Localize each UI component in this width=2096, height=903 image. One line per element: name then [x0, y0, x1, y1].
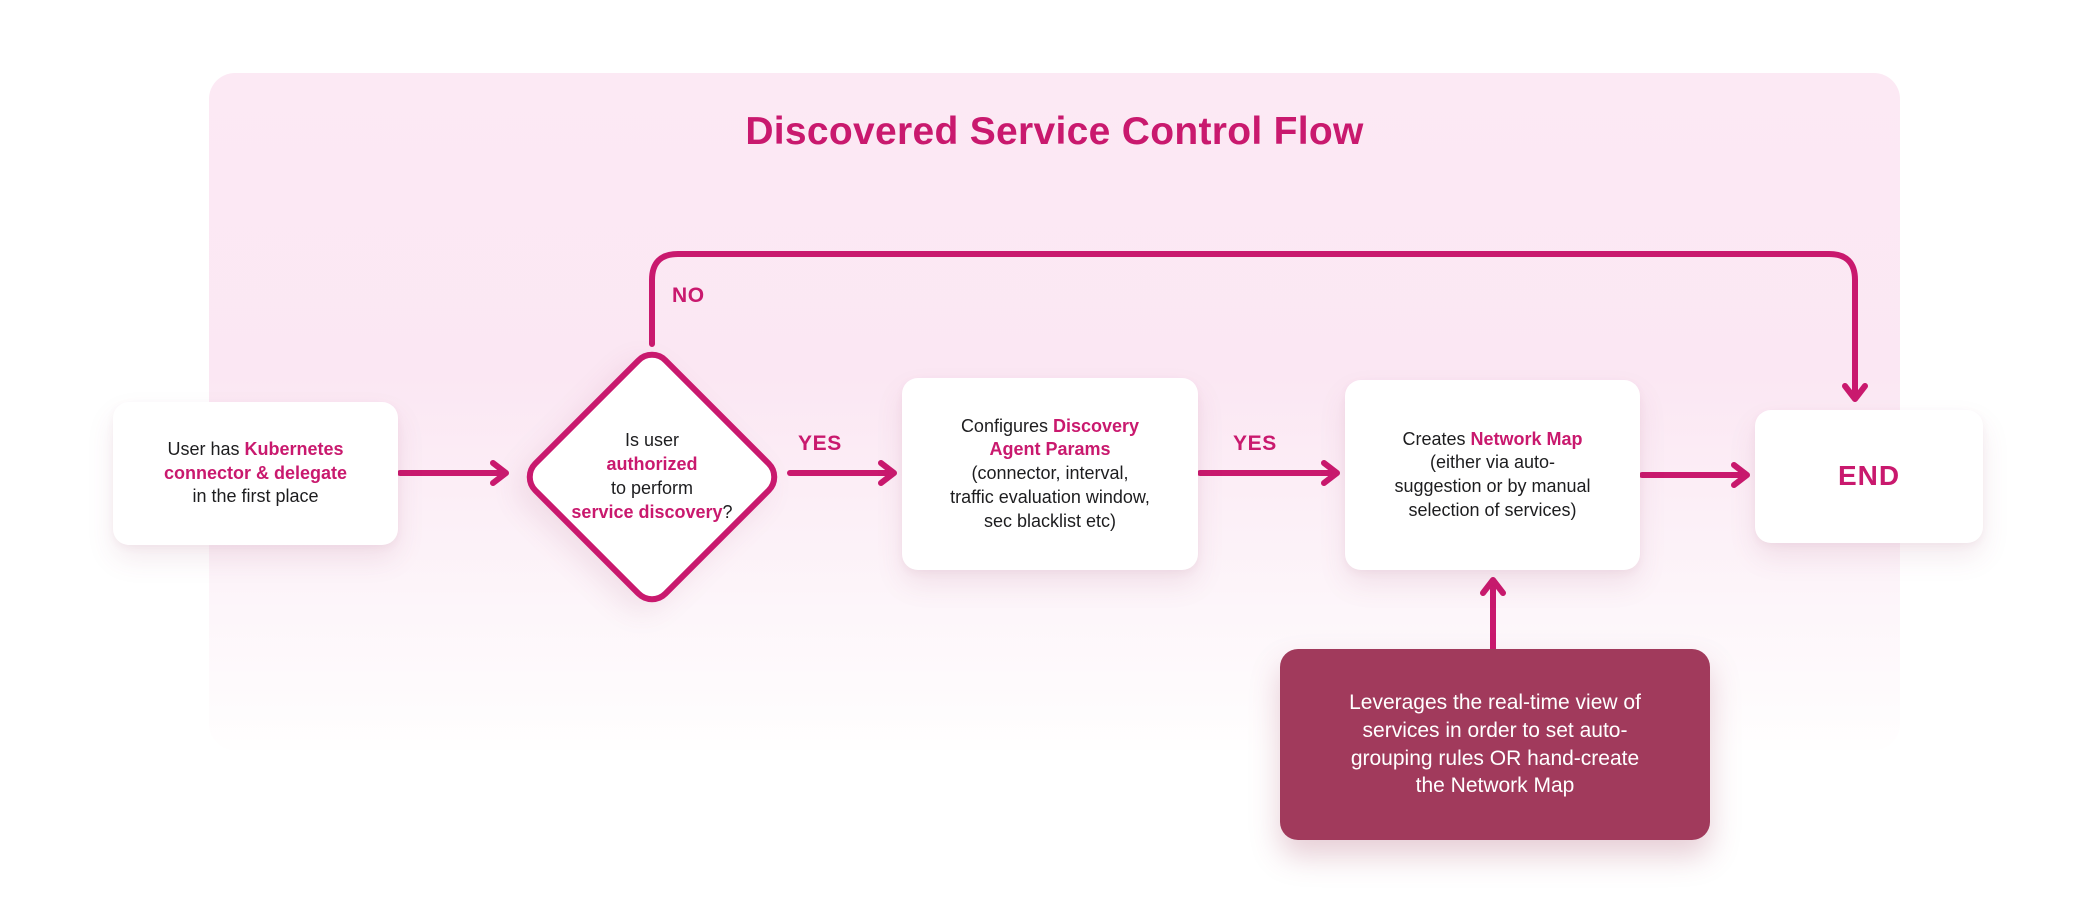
node-create-line: selection of services) [1408, 499, 1577, 520]
node-configure-text: Configures Discovery Agent Params (conne… [938, 415, 1162, 534]
end-label: END [1837, 460, 1901, 492]
node-create-text: Creates Network Map (either via auto- su… [1388, 428, 1598, 523]
node-decision-line: authorized [606, 454, 698, 475]
note-text: Leverages the real-time view of services… [1349, 689, 1641, 801]
node-configure-params: Configures Discovery Agent Params (conne… [902, 378, 1198, 570]
node-create-network-map: Creates Network Map (either via auto- su… [1345, 380, 1640, 570]
node-start-line: User has Kubernetes [167, 438, 344, 459]
note-leverages: Leverages the real-time view of services… [1280, 649, 1710, 840]
note-line: Leverages the real-time view of [1349, 690, 1641, 714]
node-create-line: suggestion or by manual [1394, 476, 1591, 496]
node-start-text: User has Kubernetes connector & delegate… [153, 438, 358, 509]
node-decision-line: Is user [624, 430, 680, 451]
node-start-line: in the first place [192, 486, 319, 507]
node-configure-line: traffic evaluation window, [950, 486, 1150, 507]
node-start: User has Kubernetes connector & delegate… [113, 402, 398, 545]
node-configure-line: sec blacklist etc) [983, 510, 1117, 531]
edge-label-yes-2: YES [1233, 432, 1277, 455]
node-decision-text: Is user authorized to perform service di… [515, 340, 789, 614]
flow-title: Discovered Service Control Flow [745, 110, 1364, 153]
note-line: services in order to set auto- [1362, 718, 1628, 742]
node-decision-line: service discovery? [571, 501, 733, 522]
note-line: grouping rules OR hand-create [1350, 746, 1640, 770]
node-start-line: connector & delegate [163, 462, 348, 483]
edge-label-no: NO [672, 284, 705, 307]
node-decision: Is user authorized to perform service di… [515, 340, 789, 614]
node-create-line: (either via auto- [1429, 452, 1556, 473]
node-end: END [1755, 410, 1983, 543]
node-decision-line: to perform [610, 478, 694, 498]
node-configure-line: (connector, interval, [971, 463, 1129, 484]
note-line: the Network Map [1415, 774, 1575, 798]
node-configure-line: Configures Discovery [960, 415, 1140, 436]
node-create-line: Creates Network Map [1402, 428, 1583, 449]
node-configure-line: Agent Params [989, 439, 1111, 460]
edge-label-yes-1: YES [798, 432, 842, 455]
